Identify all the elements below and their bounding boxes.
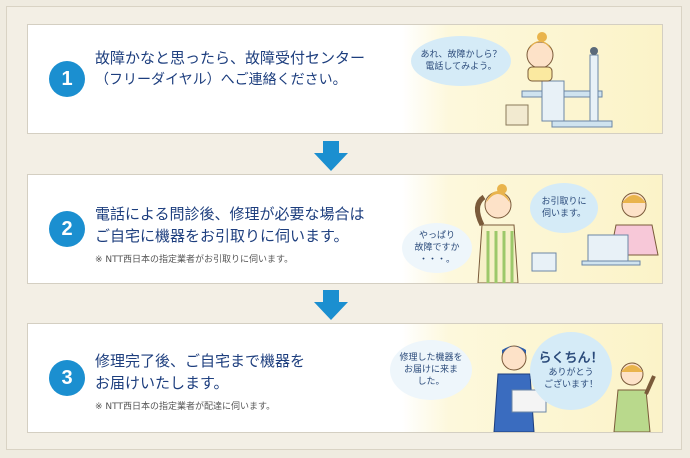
step-3-note: ※ NTT西日本の指定業者が配達に伺います。 — [95, 402, 276, 412]
thanks-headline: らくちん！ — [538, 351, 604, 366]
step-2-note: ※ NTT西日本の指定業者がお引取りに伺います。 — [95, 255, 294, 265]
step-3-line-1: 修理完了後、ご自宅まで機器を — [95, 352, 306, 370]
step-1-line-2: （フリーダイヤル）へご連絡ください。 — [95, 72, 347, 88]
step-2-text: 電話による問診後、修理が必要な場合は ご自宅に機器をお引取りに伺います。 ※ N… — [95, 203, 365, 265]
step-1-text: 故障かなと思ったら、故障受付センター （フリーダイヤル）へご連絡ください。 — [95, 47, 365, 91]
thanks-message: ありがとう ございます！ — [543, 368, 598, 390]
step-number-badge: 1 — [49, 61, 85, 97]
thought-bubble: あれ、故障かしら？ 電話してみよう。 — [411, 36, 511, 86]
down-arrow-icon — [314, 141, 348, 171]
delivery-speech-bubble: 修理した機器を お届けに来ま した。 — [390, 340, 472, 400]
step-2-panel: やっぱり 故障ですか ・・・。 お引取りに 伺います。 2 電話による問診後、修… — [27, 174, 663, 284]
step-3-line-2: お届けいたします。 — [95, 374, 229, 392]
step-number-badge: 2 — [49, 211, 85, 247]
step-1-line-1: 故障かなと思ったら、故障受付センター — [95, 49, 366, 67]
customer-speech-bubble: やっぱり 故障ですか ・・・。 — [402, 223, 472, 273]
step-3-panel: 修理した機器を お届けに来ま した。 らくちん！ ありがとう ございます！ 3 … — [27, 323, 663, 433]
operator-speech-bubble: お引取りに 伺います。 — [530, 183, 598, 233]
step-2-line-1: 電話による問診後、修理が必要な場合は — [95, 205, 365, 223]
down-arrow-icon — [314, 290, 348, 320]
step-number-badge: 3 — [49, 360, 85, 396]
step-3-text: 修理完了後、ご自宅まで機器を お届けいたします。 ※ NTT西日本の指定業者が配… — [95, 350, 305, 412]
woman-at-computer-illustration — [505, 32, 613, 128]
delivery-illustration — [493, 345, 656, 432]
customer-thanks-bubble: らくちん！ ありがとう ございます！ — [530, 332, 612, 410]
phone-call-illustration — [475, 184, 659, 283]
step-1-panel: あれ、故障かしら？ 電話してみよう。 1 故障かなと思ったら、故障受付センター … — [27, 24, 663, 134]
step-2-line-2: ご自宅に機器をお引取りに伺います。 — [95, 227, 349, 245]
